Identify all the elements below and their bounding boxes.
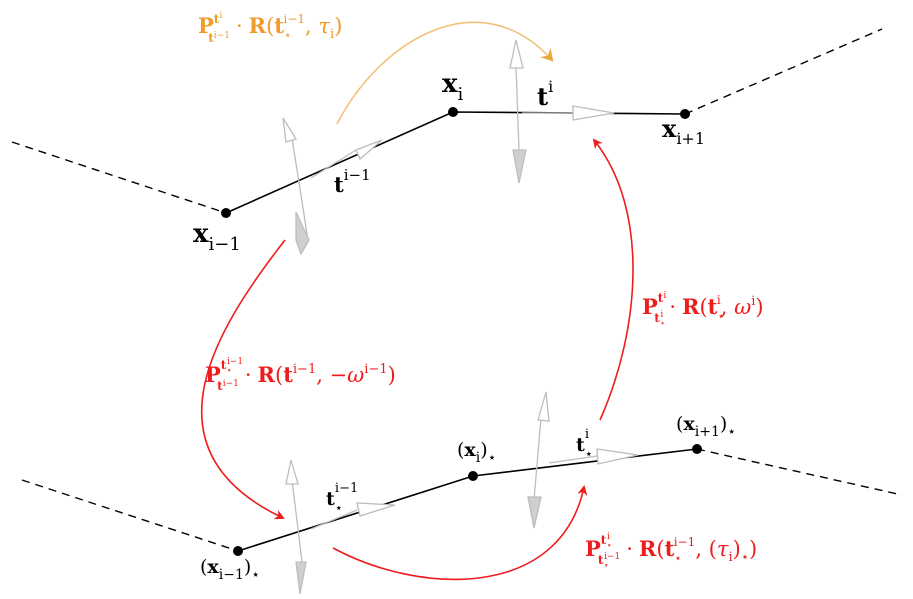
frame-ts-im1 (285, 459, 396, 595)
top-polyline (225, 111, 686, 214)
point-xs-ip1 (692, 444, 702, 454)
red-left-arrow (200, 239, 286, 520)
point-xs-i (468, 471, 478, 481)
top-right-dashed-extension (684, 28, 883, 115)
point-x-im1 (221, 208, 231, 218)
frame-t-im1 (282, 117, 383, 256)
frame-ts-i (527, 391, 639, 529)
label-x-ip1: xi+1 (662, 114, 705, 148)
label-xs-ip1: (xi+1)⋆ (676, 413, 736, 440)
frame-t-i (509, 39, 615, 184)
top-left-dashed-extension (11, 141, 227, 214)
label-x-im1: xi−1 (193, 219, 241, 255)
label-xs-im1: (xi−1)⋆ (200, 556, 260, 583)
label-t-i: ti (537, 77, 553, 111)
orange-transport-arrow (336, 21, 554, 125)
point-x-i (448, 107, 458, 117)
label-ts-im1: t⋆i−1 (326, 481, 358, 516)
label-x-i: xi (442, 69, 464, 105)
red-bottom-arrow (332, 485, 588, 581)
bottom-right-dashed-extension (696, 448, 903, 496)
top-curve (11, 28, 883, 218)
label-xs-i: (xi)⋆ (457, 439, 496, 466)
point-x-ip1 (680, 109, 690, 119)
red-right-arrow (592, 138, 634, 421)
point-xs-im1 (233, 546, 243, 556)
bottom-left-dashed-extension (21, 479, 239, 552)
label-ts-i: t⋆i (576, 427, 593, 462)
bottom-polyline (237, 448, 698, 552)
label-t-im1: ti−1 (334, 166, 371, 197)
